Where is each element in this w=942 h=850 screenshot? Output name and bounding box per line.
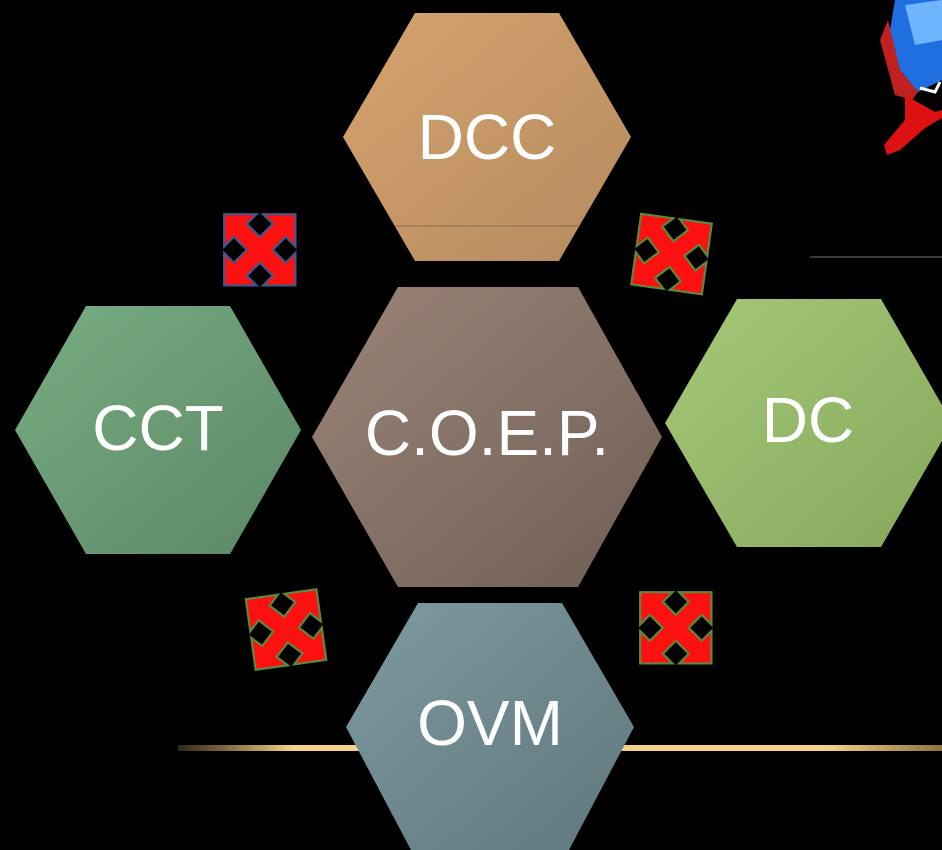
right-divider-line (810, 256, 942, 258)
hex-ovm[interactable]: OVM (346, 603, 634, 850)
hex-cct[interactable]: CCT (15, 306, 301, 554)
hex-dcc-label: DCC (418, 101, 557, 173)
hex-dc[interactable]: DC (665, 299, 942, 547)
hex-dc-label: DC (762, 384, 854, 456)
hex-dcc[interactable]: DCC (343, 13, 631, 261)
hex-cct-label: CCT (92, 392, 224, 464)
hex-center[interactable]: C.O.E.P. (312, 287, 662, 587)
connector-bottom-left-expand-arrows-icon (244, 588, 328, 671)
cube-figure-icon (880, 0, 942, 155)
connector-bottom-right-expand-arrows-icon (639, 591, 713, 665)
connector-top-right-expand-arrows-icon (630, 212, 713, 296)
connector-top-left-expand-arrows-icon (223, 213, 297, 287)
hex-ovm-label: OVM (417, 687, 563, 759)
hex-center-label: C.O.E.P. (365, 397, 609, 469)
